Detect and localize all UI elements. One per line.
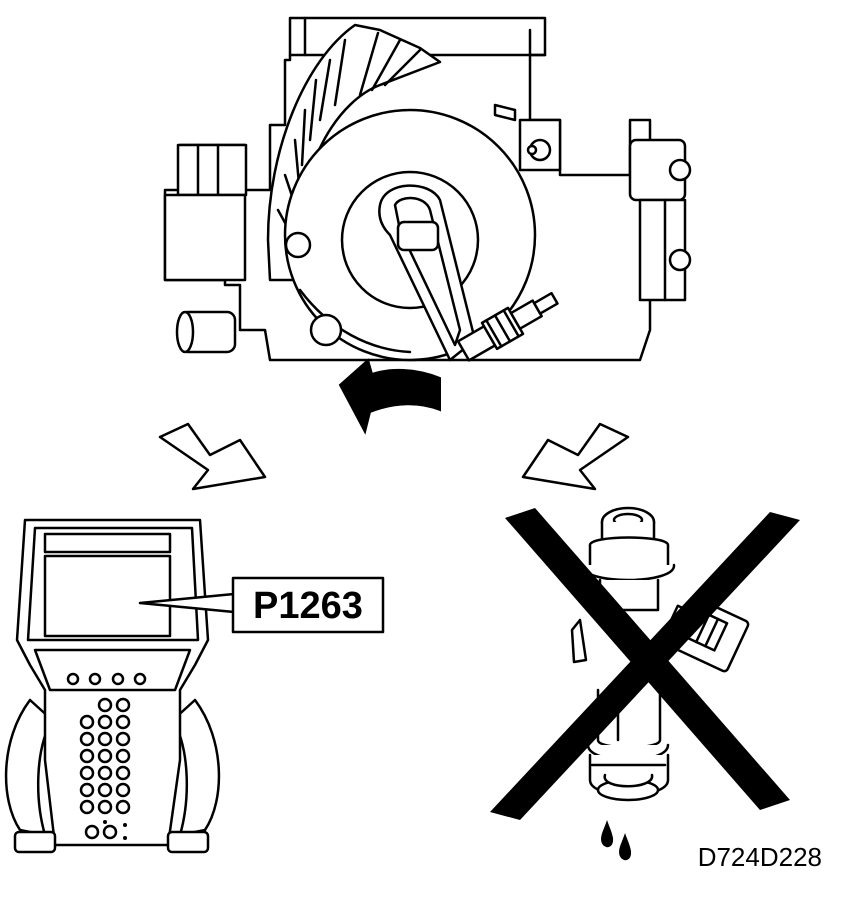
dtc-callout-box (231, 576, 385, 634)
dtc-code-label: P1263 (253, 585, 363, 627)
hand-held-tester-illustration (4, 518, 221, 854)
x-mark-icon (490, 508, 800, 820)
arrow-down-left-icon (158, 422, 267, 491)
fuel-drip-icon (619, 833, 632, 861)
throttle-body-illustration (163, 16, 692, 362)
rotation-arrow-icon (338, 358, 441, 435)
figure-id-label: D724D228 (698, 842, 822, 872)
arrow-down-right-icon (521, 422, 630, 491)
fuel-drip-icon (601, 820, 614, 848)
dtc-callout: P1263 (138, 576, 385, 634)
